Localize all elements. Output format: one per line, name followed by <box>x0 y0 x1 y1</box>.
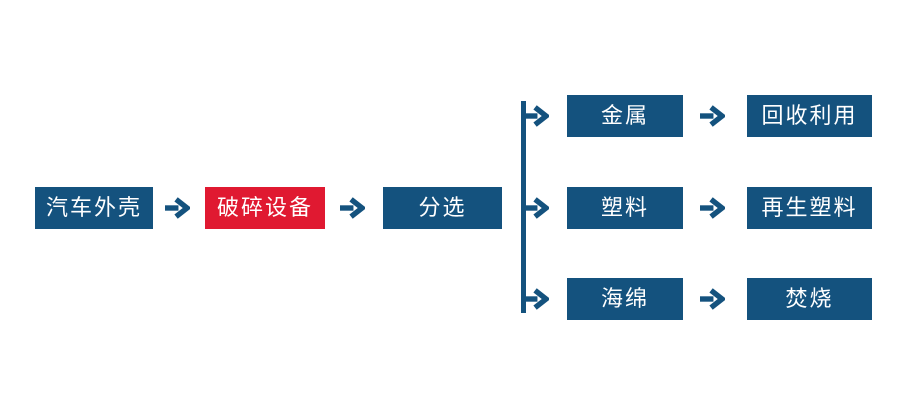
flow-node-recycling-use: 回收利用 <box>747 95 872 137</box>
flow-node-metal: 金属 <box>567 95 683 137</box>
flow-node-sponge: 海绵 <box>567 278 683 320</box>
flow-node-car-shell: 汽车外壳 <box>35 187 153 229</box>
flow-node-plastic: 塑料 <box>567 187 683 229</box>
flow-node-crushing-equipment: 破碎设备 <box>205 187 325 229</box>
branch-connector-line <box>521 101 526 313</box>
arrow-right-icon <box>340 197 365 219</box>
arrow-right-icon <box>700 105 725 127</box>
arrow-right-icon <box>165 197 190 219</box>
flow-node-recycled-plastic: 再生塑料 <box>747 187 872 229</box>
arrow-right-icon <box>524 105 549 127</box>
arrow-right-icon <box>700 288 725 310</box>
flow-node-incineration: 焚烧 <box>747 278 872 320</box>
arrow-right-icon <box>524 288 549 310</box>
arrow-right-icon <box>524 197 549 219</box>
flow-node-sorting: 分选 <box>383 187 502 229</box>
arrow-right-icon <box>700 197 725 219</box>
